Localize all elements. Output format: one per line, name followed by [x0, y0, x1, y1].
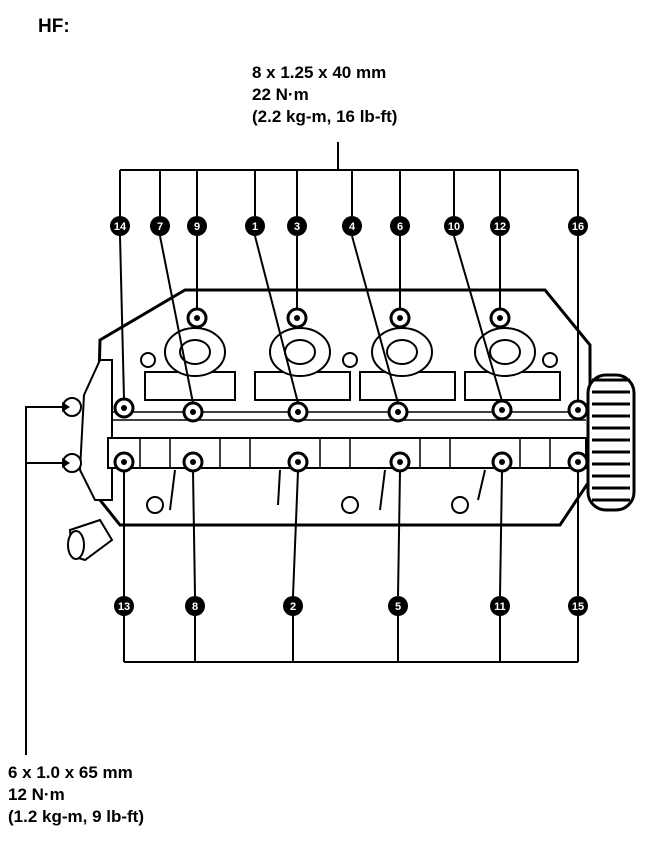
diagram-title: HF:	[38, 16, 70, 37]
bottom-leader-line	[397, 470, 401, 597]
head-bolt-11-center	[499, 459, 505, 465]
svg-text:13: 13	[118, 601, 130, 613]
callout-lines	[25, 142, 579, 755]
svg-text:10: 10	[448, 221, 460, 233]
head-bolt-13-center	[121, 459, 127, 465]
bolt-number-8: 8	[185, 596, 205, 616]
svg-text:8: 8	[192, 601, 198, 613]
head-bolt-16-center	[575, 407, 581, 413]
bolt-number-2: 2	[283, 596, 303, 616]
bolt-number-6: 6	[390, 216, 410, 236]
head-bolt-7-center	[190, 409, 196, 415]
callout-arrowheads	[62, 402, 70, 468]
top-bolt-torque: 22 N·m	[252, 85, 309, 104]
svg-text:12: 12	[494, 221, 506, 233]
top-leader-line	[159, 235, 194, 404]
svg-text:9: 9	[194, 221, 200, 233]
bolt-number-15: 15	[568, 596, 588, 616]
bolt-number-5: 5	[388, 596, 408, 616]
bolt-number-10: 10	[444, 216, 464, 236]
bottom-bolt-size: 6 x 1.0 x 65 mm	[8, 763, 133, 782]
head-bolt-9-center	[194, 315, 200, 321]
bolt-number-1: 1	[245, 216, 265, 236]
bottom-leader-line	[292, 470, 299, 597]
top-row-bolt-badges: 14 7 9 1 3 4 6 10 12 16	[110, 216, 588, 236]
bottom-leader-line	[192, 470, 196, 597]
bolt-number-13: 13	[114, 596, 134, 616]
svg-text:1: 1	[252, 221, 258, 233]
head-bolt-8-center	[190, 459, 196, 465]
head-bolt-3-center	[294, 315, 300, 321]
head-bolt-10-center	[499, 407, 505, 413]
svg-text:2: 2	[290, 601, 296, 613]
cylinder-head-illustration	[62, 288, 636, 562]
top-leader-line	[254, 235, 299, 404]
bolt-number-12: 12	[490, 216, 510, 236]
top-leader-line	[351, 235, 399, 404]
head-bolt-6-center	[397, 315, 403, 321]
top-leader-line	[119, 235, 125, 400]
bolt-number-11: 11	[490, 596, 510, 616]
bolt-number-9: 9	[187, 216, 207, 236]
bolt-number-14: 14	[110, 216, 130, 236]
top-bolt-torque-alt: (2.2 kg-m, 16 lb-ft)	[252, 107, 398, 126]
head-bolt-5-center	[397, 459, 403, 465]
svg-text:5: 5	[395, 601, 401, 613]
head-bolt-1-center	[295, 409, 301, 415]
svg-text:14: 14	[114, 221, 127, 233]
svg-text:6: 6	[397, 221, 403, 233]
head-bolt-2-center	[295, 459, 301, 465]
svg-text:3: 3	[294, 221, 300, 233]
bottom-bolt-torque-alt: (1.2 kg-m, 9 lb-ft)	[8, 807, 145, 826]
bottom-leader-line	[499, 470, 503, 597]
svg-text:4: 4	[349, 221, 356, 233]
head-bolt-14-center	[121, 405, 127, 411]
bolt-number-16: 16	[568, 216, 588, 236]
top-leader-line	[453, 235, 503, 402]
svg-text:15: 15	[572, 601, 584, 613]
svg-text:16: 16	[572, 221, 584, 233]
bottom-bolt-spec: 6 x 1.0 x 65 mm 12 N·m (1.2 kg-m, 9 lb-f…	[8, 762, 144, 828]
top-bolt-size: 8 x 1.25 x 40 mm	[252, 63, 387, 82]
bolt-number-4: 4	[342, 216, 362, 236]
svg-text:11: 11	[494, 601, 506, 613]
bolt-number-3: 3	[287, 216, 307, 236]
svg-text:7: 7	[157, 221, 163, 233]
top-bolt-spec: 8 x 1.25 x 40 mm 22 N·m (2.2 kg-m, 16 lb…	[252, 62, 397, 128]
head-bolts	[113, 307, 589, 473]
head-bolt-15-center	[575, 459, 581, 465]
bolt-number-7: 7	[150, 216, 170, 236]
head-bolt-12-center	[497, 315, 503, 321]
bottom-bolt-torque: 12 N·m	[8, 785, 65, 804]
bottom-row-bolt-badges: 13 8 2 5 11 15	[114, 596, 588, 616]
head-bolt-4-center	[395, 409, 401, 415]
